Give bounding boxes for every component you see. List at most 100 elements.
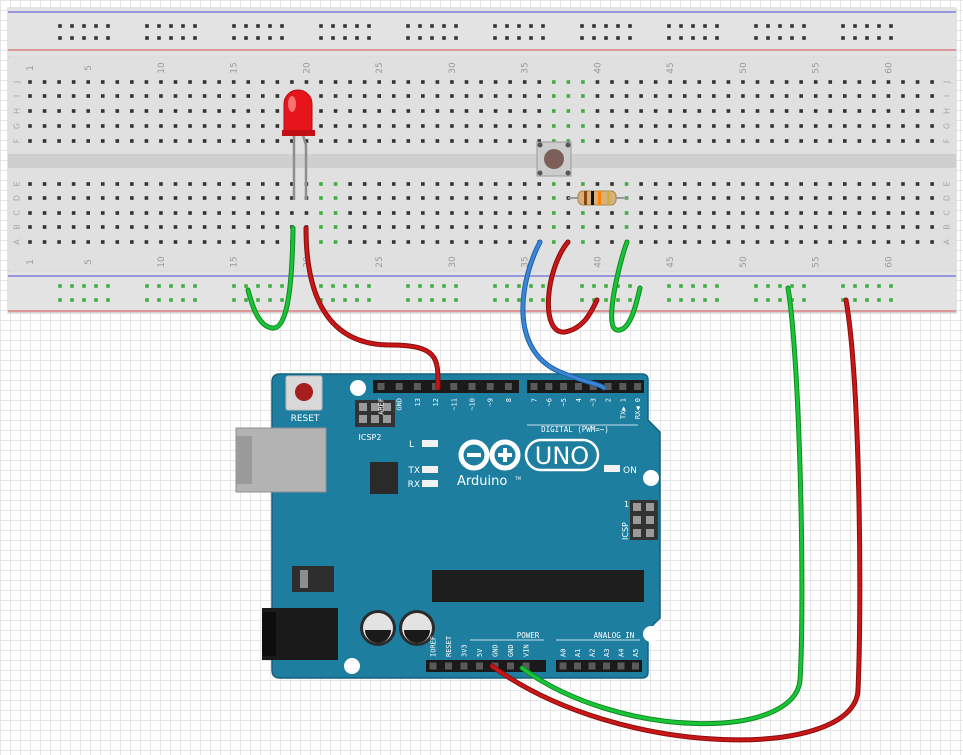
pin-socket bbox=[588, 662, 596, 670]
breadboard-hole bbox=[799, 109, 803, 113]
breadboard-hole bbox=[86, 80, 90, 84]
breadboard-hole bbox=[188, 94, 192, 98]
rail-hole bbox=[517, 24, 521, 28]
breadboard-hole bbox=[639, 139, 643, 143]
breadboard-hole bbox=[173, 139, 178, 143]
rail-hole bbox=[580, 36, 584, 40]
breadboard-hole bbox=[333, 139, 338, 143]
breadboard-hole bbox=[537, 182, 542, 186]
rail-hole bbox=[715, 24, 719, 28]
breadboard-hole bbox=[304, 211, 309, 215]
breadboard-hole bbox=[595, 182, 600, 186]
breadboard-hole bbox=[697, 80, 702, 84]
rail-hole bbox=[70, 284, 74, 288]
rail-hole bbox=[169, 24, 173, 28]
pin-socket bbox=[545, 383, 553, 390]
rail-hole bbox=[715, 284, 719, 288]
breadboard-hole bbox=[42, 124, 47, 128]
rail-hole bbox=[853, 298, 857, 302]
pushbutton bbox=[536, 141, 572, 177]
breadboard-hole bbox=[130, 94, 134, 98]
breadboard-hole bbox=[217, 139, 221, 143]
breadboard-hole bbox=[57, 196, 61, 200]
breadboard-hole bbox=[362, 139, 367, 143]
breadboard-hole bbox=[668, 182, 672, 186]
breadboard-hole bbox=[886, 80, 891, 84]
pin-label: VIN bbox=[523, 644, 531, 657]
breadboard-hole bbox=[275, 94, 280, 98]
breadboard-hole bbox=[319, 196, 323, 200]
breadboard-hole bbox=[813, 240, 818, 244]
rail-hole bbox=[145, 24, 149, 28]
breadboard-hole bbox=[144, 211, 149, 215]
rail-hole bbox=[628, 24, 632, 28]
capacitor bbox=[399, 610, 435, 646]
breadboard-hole bbox=[377, 124, 381, 128]
breadboard-hole bbox=[726, 94, 731, 98]
breadboard-hole bbox=[872, 94, 876, 98]
breadboard-hole bbox=[828, 225, 833, 229]
rail-hole bbox=[94, 284, 98, 288]
column-number: 25 bbox=[375, 256, 385, 267]
breadboard-hole bbox=[552, 139, 556, 143]
wires bbox=[245, 225, 863, 743]
usb-chip bbox=[370, 462, 398, 494]
rail-hole bbox=[82, 284, 86, 288]
pin-socket bbox=[429, 662, 437, 670]
breadboard-hole bbox=[479, 94, 483, 98]
icsp-pin1-label: 1 bbox=[624, 500, 629, 509]
breadboard-hole bbox=[552, 94, 556, 98]
pin-label: A4 bbox=[618, 649, 626, 657]
breadboard-hole bbox=[479, 240, 483, 244]
pin-socket bbox=[589, 383, 597, 390]
breadboard-hole bbox=[595, 211, 600, 215]
breadboard-hole bbox=[450, 240, 454, 244]
breadboard-hole bbox=[552, 124, 556, 128]
rail-hole bbox=[319, 298, 323, 302]
breadboard-hole bbox=[610, 94, 614, 98]
rail-hole bbox=[628, 36, 632, 40]
pin-socket bbox=[530, 383, 538, 390]
led-tx-label: TX bbox=[407, 466, 420, 476]
breadboard-hole bbox=[537, 124, 542, 128]
pin-socket bbox=[522, 662, 530, 670]
breadboard-hole bbox=[246, 80, 251, 84]
breadboard-hole bbox=[915, 225, 920, 229]
pin-label: TX▶ 1 bbox=[619, 398, 627, 419]
breadboard-hole bbox=[479, 196, 483, 200]
breadboard-hole bbox=[71, 196, 76, 200]
rail-hole bbox=[406, 284, 410, 288]
rail-hole bbox=[853, 284, 857, 288]
rail-hole bbox=[193, 24, 197, 28]
led-l bbox=[422, 440, 438, 447]
breadboard-hole bbox=[86, 94, 90, 98]
breadboard-hole bbox=[493, 240, 498, 244]
breadboard-hole bbox=[202, 139, 207, 143]
rail-hole bbox=[505, 284, 509, 288]
breadboard-hole bbox=[755, 196, 760, 200]
breadboard-hole bbox=[377, 109, 381, 113]
breadboard-hole bbox=[246, 182, 251, 186]
rail-hole bbox=[331, 36, 335, 40]
breadboard-hole bbox=[668, 124, 672, 128]
breadboard-hole bbox=[843, 211, 847, 215]
column-number: 45 bbox=[666, 62, 676, 73]
breadboard-hole bbox=[653, 80, 658, 84]
breadboard-hole bbox=[28, 240, 32, 244]
rail-hole bbox=[529, 36, 533, 40]
rail-hole bbox=[580, 284, 584, 288]
breadboard-hole bbox=[464, 109, 469, 113]
rail-hole bbox=[679, 36, 683, 40]
breadboard-hole bbox=[333, 94, 338, 98]
breadboard-hole bbox=[915, 139, 920, 143]
rail-hole bbox=[580, 298, 584, 302]
breadboard-hole bbox=[42, 94, 47, 98]
rail-hole bbox=[517, 298, 521, 302]
rail-hole bbox=[343, 298, 347, 302]
breadboard-hole bbox=[712, 240, 716, 244]
breadboard-hole bbox=[421, 139, 425, 143]
breadboard-hole bbox=[508, 124, 512, 128]
breadboard-hole bbox=[493, 211, 498, 215]
breadboard-hole bbox=[28, 225, 32, 229]
breadboard-hole bbox=[173, 196, 178, 200]
